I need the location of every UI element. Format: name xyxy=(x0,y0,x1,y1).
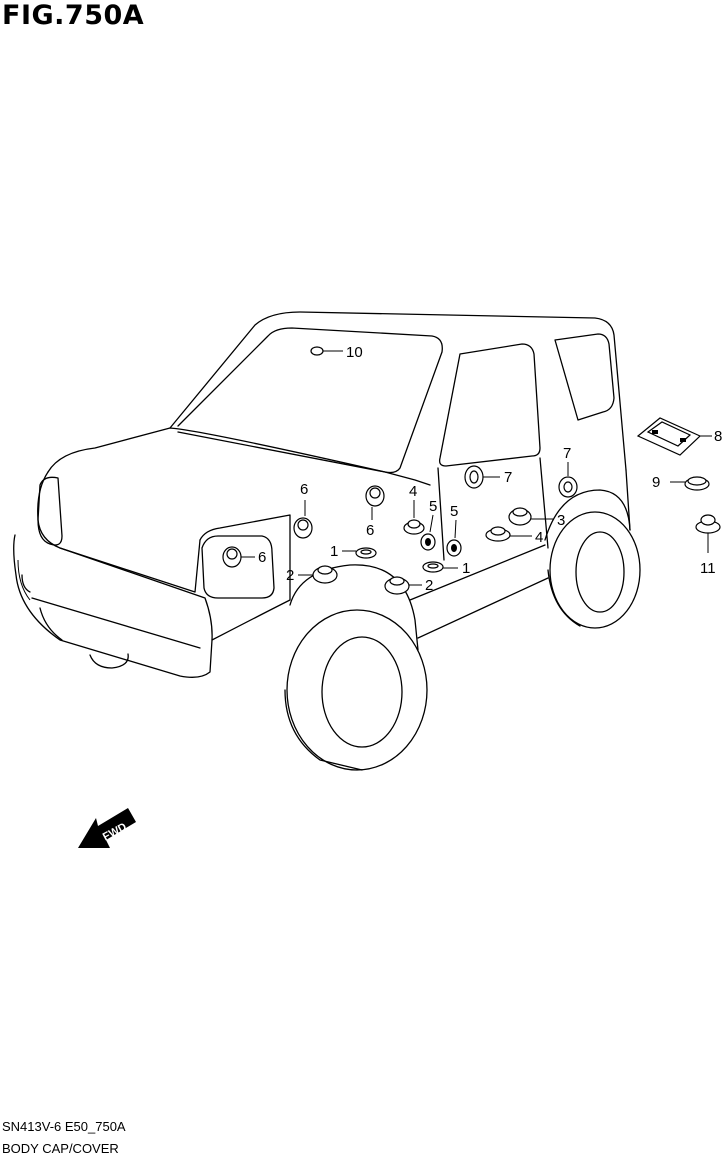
callout-3: 3 xyxy=(557,512,565,529)
figure-title: FIG.750A xyxy=(2,0,145,31)
callout-4b: 4 xyxy=(535,529,543,546)
part-5b-grommet xyxy=(446,519,462,557)
callout-7b: 7 xyxy=(563,445,571,462)
part-2a-plug xyxy=(298,565,338,584)
callout-2b: 2 xyxy=(425,577,433,594)
callout-4a: 4 xyxy=(409,483,417,500)
callout-1a: 1 xyxy=(330,543,338,560)
vehicle-outline xyxy=(13,311,641,771)
callout-9: 9 xyxy=(652,474,660,491)
part-3-plug xyxy=(508,507,553,526)
part-9-cap xyxy=(670,476,710,491)
callout-5a: 5 xyxy=(429,498,437,515)
part-1a-cap xyxy=(342,547,377,559)
callout-10: 10 xyxy=(346,344,363,361)
part-6a-plug xyxy=(293,500,313,539)
callout-1b: 1 xyxy=(462,560,470,577)
part-4b-cap xyxy=(485,526,532,542)
part-11-plug xyxy=(695,514,721,553)
callout-5b: 5 xyxy=(450,503,458,520)
part-2b-plug xyxy=(384,576,422,595)
part-4a-cap xyxy=(403,500,425,535)
part-1b-cap xyxy=(422,561,458,573)
callout-8: 8 xyxy=(714,428,722,445)
part-6b-plug xyxy=(365,485,385,520)
part-7b-grommet xyxy=(558,462,578,498)
callout-11: 11 xyxy=(700,560,716,577)
part-6c-plug xyxy=(222,546,255,568)
part-5a-grommet xyxy=(420,514,436,551)
footer-diagram-code: SN413V-6 E50_750A xyxy=(2,1119,126,1134)
callout-6c: 6 xyxy=(258,549,266,566)
part-7a-grommet xyxy=(464,465,500,489)
callout-6b: 6 xyxy=(366,522,374,539)
callout-6a: 6 xyxy=(300,481,308,498)
part-10-plug xyxy=(310,346,343,356)
fwd-arrow-icon: FWD xyxy=(78,808,136,848)
part-8-cover xyxy=(636,417,712,456)
footer-description: BODY CAP/COVER xyxy=(2,1141,119,1156)
callout-2a: 2 xyxy=(286,567,294,584)
callout-7a: 7 xyxy=(504,469,512,486)
